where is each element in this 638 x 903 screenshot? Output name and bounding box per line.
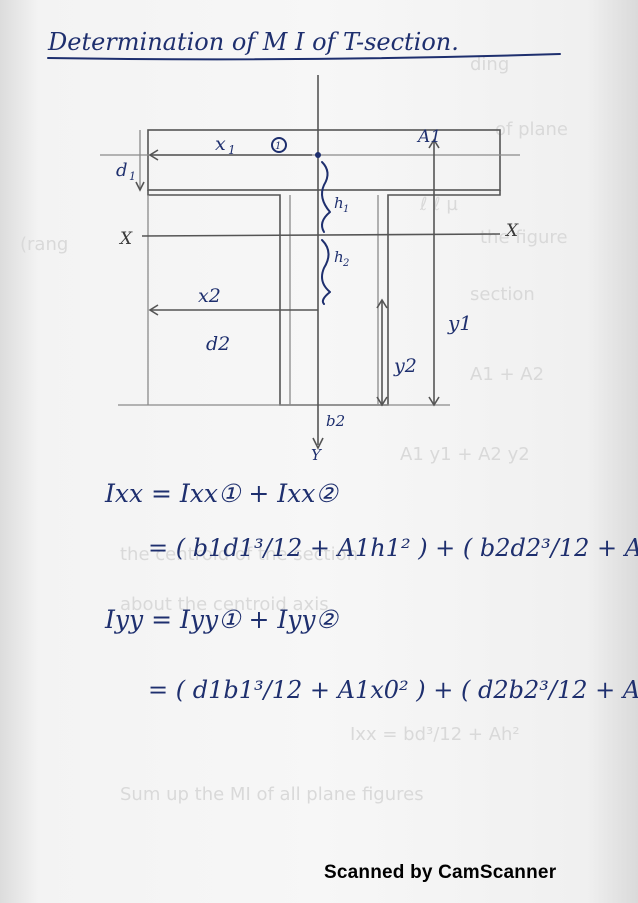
label-y1: y1 <box>447 311 472 335</box>
page-title: Determination of M I of T-section. <box>47 28 459 56</box>
centroid-dot <box>315 152 321 158</box>
label-x1: x <box>215 133 226 155</box>
equation-ixx-expanded: = ( b1d1³/12 + A1h1² ) + ( b2d2³/12 + A2… <box>148 534 638 562</box>
label-h1-sub: 1 <box>343 204 349 215</box>
svg-text:Ixx = bd³/12 + Ah²: Ixx = bd³/12 + Ah² <box>350 724 520 745</box>
camscanner-watermark: Scanned by CamScanner <box>324 862 557 883</box>
label-part1: 1 <box>275 141 281 152</box>
title-underline <box>47 53 561 61</box>
equations: Ixx = Ixx① + Ixx② = ( b1d1³/12 + A1h1² )… <box>104 479 638 704</box>
label-d1: d <box>116 160 128 181</box>
svg-text:of plane: of plane <box>495 119 568 140</box>
x-axis-line <box>141 233 501 237</box>
equation-ixx: Ixx = Ixx① + Ixx② <box>104 479 339 508</box>
flange-rect <box>147 129 501 191</box>
label-x2: x2 <box>198 285 221 307</box>
svg-text:the centroid of the section: the centroid of the section <box>120 544 358 565</box>
svg-text:A1 + A2: A1 + A2 <box>470 364 544 385</box>
label-d1-sub: 1 <box>129 170 136 183</box>
svg-text:ℓ ℓ µ: ℓ ℓ µ <box>419 194 458 215</box>
equation-iyy: Iyy = Iyy① + Iyy② <box>104 605 339 634</box>
equation-iyy-expanded: = ( d1b1³/12 + A1x0² ) + ( d2b2³/12 + A2… <box>148 676 638 704</box>
label-h2: h <box>334 248 344 266</box>
svg-text:ding: ding <box>470 54 509 75</box>
label-Y: Y <box>311 446 323 464</box>
label-d2: d2 <box>206 333 230 355</box>
part1-circle-marker <box>271 137 287 153</box>
label-y2: y2 <box>393 355 417 377</box>
svg-text:section: section <box>470 284 535 305</box>
t-section-diagram <box>100 75 520 450</box>
h1-brace <box>321 161 331 233</box>
label-x-left: X <box>118 229 133 249</box>
svg-text:A1 y1 + A2 y2: A1 y1 + A2 y2 <box>400 444 530 465</box>
h2-brace <box>321 239 331 305</box>
label-x-right: X <box>504 221 519 241</box>
label-h1: h <box>334 194 344 212</box>
svg-text:the figure: the figure <box>480 227 568 248</box>
svg-text:(rang: (rang <box>20 234 68 255</box>
svg-text:about the centroid axis: about the centroid axis <box>120 594 329 615</box>
label-b2: b2 <box>326 412 345 430</box>
diagram-labels: x 1 1 A1 d 1 h 1 h 2 X X x2 d2 y2 y1 b2 … <box>116 127 519 464</box>
label-h2-sub: 2 <box>342 258 349 269</box>
svg-text:Sum up the MI of all plane fig: Sum up the MI of all plane figures <box>120 784 424 805</box>
label-A1: A1 <box>416 127 441 147</box>
label-x1-sub: 1 <box>228 143 236 157</box>
bleed-through-text: ding of plane ℓ ℓ µ (rang the figure sec… <box>20 54 568 805</box>
